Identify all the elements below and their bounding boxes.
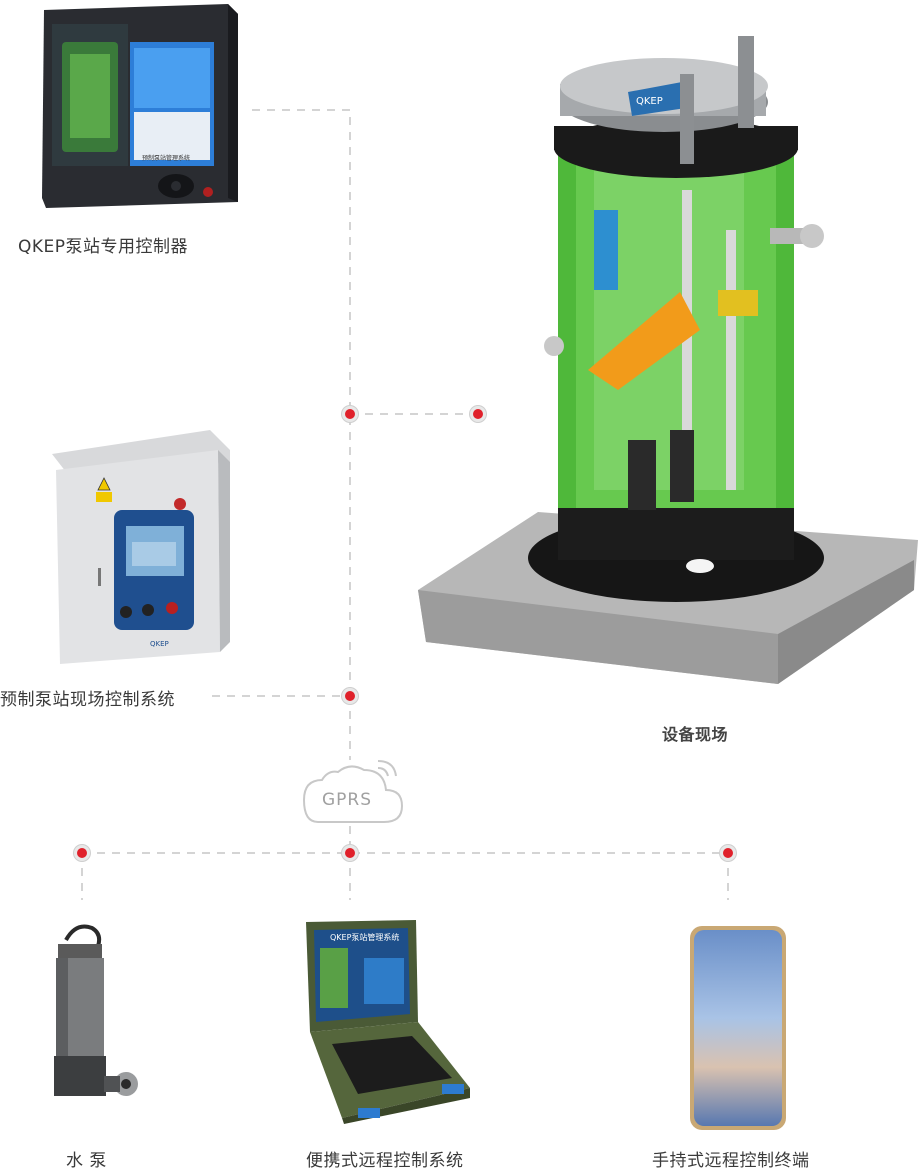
node-pump (74, 845, 90, 861)
node-laptop (342, 845, 358, 861)
node-phone (720, 845, 736, 861)
tank-brand: QKEP (636, 96, 663, 107)
gprs-cloud (302, 760, 404, 823)
cabinet-brand: QKEP (150, 640, 169, 648)
label-handheld: 手持式远程控制终端 (652, 1151, 810, 1171)
gprs-label: GPRS (322, 790, 373, 810)
node-junction-cabinet (342, 688, 358, 704)
label-equipment-site: 设备现场 (662, 725, 729, 744)
pump-station-tank: QKEP (418, 36, 918, 684)
node-junction-upper (342, 406, 358, 422)
label-pump: 水 泵 (66, 1151, 107, 1171)
label-onsite-control: 预制泵站现场控制系统 (0, 690, 175, 710)
label-controller: QKEP泵站专用控制器 (18, 237, 189, 257)
controller-caption: 预制泵站管理系统 (142, 154, 190, 162)
laptop-title: QKEP泵站管理系统 (330, 932, 399, 942)
controller-device: 预制泵站管理系统 (42, 4, 238, 208)
handheld-phone (690, 926, 786, 1130)
label-portable: 便携式远程控制系统 (306, 1151, 464, 1171)
line-controller (252, 109, 351, 696)
control-cabinet: QKEP (52, 430, 230, 664)
portable-laptop: QKEP泵站管理系统 (306, 920, 470, 1124)
node-equipment-site (470, 406, 486, 422)
submersible-pump (54, 924, 138, 1096)
